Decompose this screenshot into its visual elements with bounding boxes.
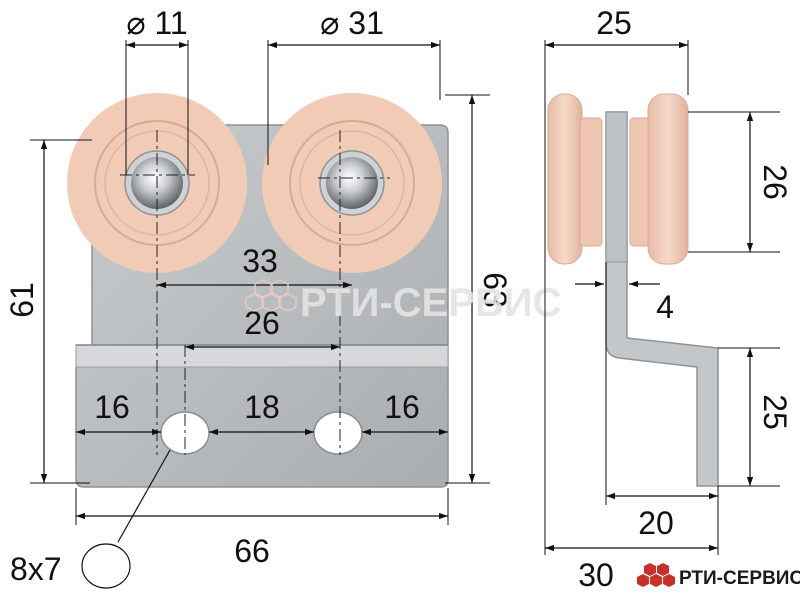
dim-plate-thickness: 4 (656, 289, 674, 325)
centerlines (120, 130, 390, 455)
roller-right (262, 93, 442, 273)
dimension-lines (40, 41, 476, 543)
dim-bend-height: 25 (757, 394, 793, 430)
dim-upper-hole-spacing: 26 (244, 305, 280, 341)
dim-left-edge-to-hole: 16 (94, 389, 130, 425)
dim-bend-offset: 20 (638, 505, 674, 541)
dim-roller-width: 25 (596, 5, 632, 41)
slot-callout-symbol (81, 543, 131, 589)
dim-overall-depth: 30 (578, 557, 614, 593)
dim-small-bore-diameter: ⌀ 11 (126, 5, 187, 41)
dim-overall-height: 63 (477, 272, 513, 308)
watermark-text: РТИ-СЕРВИС (300, 281, 561, 325)
dim-roller-height: 26 (757, 164, 793, 200)
dim-hole-to-hole: 18 (244, 389, 280, 425)
dim-hole-to-right-edge: 16 (384, 389, 420, 425)
side-dimension-lines (545, 41, 754, 552)
side-view: 25 26 4 25 20 30 (544, 5, 793, 593)
dim-slot-size: 8x7 (10, 551, 62, 587)
dim-plate-width: 66 (234, 533, 270, 569)
brand-name: РТИ-СЕРВИС (679, 568, 800, 589)
mounting-slot-right (313, 411, 363, 455)
side-extension-lines (544, 40, 780, 555)
honeycomb-hexagons-icon (637, 563, 675, 587)
watermark: РТИ-СЕРВИС (245, 279, 561, 325)
dim-roller-diameter: ⌀ 31 (320, 5, 384, 41)
front-view: ⌀ 11 ⌀ 31 33 26 61 63 16 18 16 66 8x7 (4, 5, 513, 589)
extension-lines (30, 40, 490, 525)
dim-plate-height: 61 (4, 282, 40, 318)
dim-roller-spacing: 33 (242, 243, 278, 279)
side-roller-right (629, 93, 689, 265)
side-roller-left (547, 93, 603, 265)
watermark-logo-icon (245, 279, 297, 312)
brand-logo: РТИ-СЕРВИС (637, 563, 800, 589)
